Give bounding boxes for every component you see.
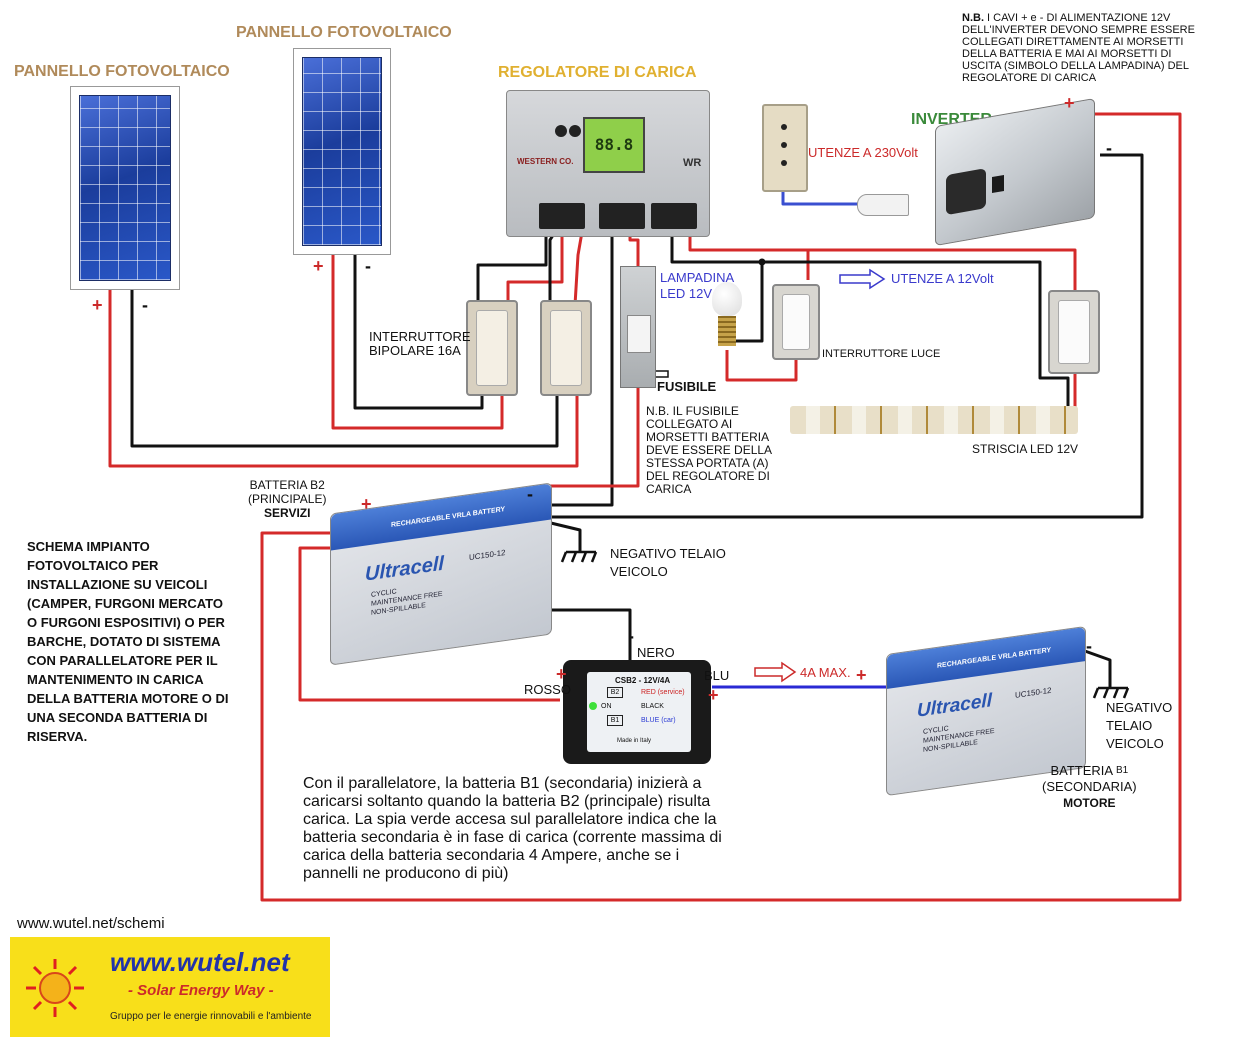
socket-230v bbox=[762, 104, 808, 192]
regulator-title: REGOLATORE DI CARICA bbox=[498, 64, 697, 81]
battery-b2-label: BATTERIA B2 (PRINCIPALE) SERVIZI bbox=[248, 478, 327, 520]
ground-symbol-b1 bbox=[1092, 686, 1130, 699]
battery-b1-label: BATTERIA B1 (SECONDARIA) MOTORE bbox=[1042, 763, 1137, 810]
panel-right-title: PANNELLO FOTOVOLTAICO bbox=[236, 24, 452, 41]
ground-symbol-b2 bbox=[560, 550, 598, 563]
regulator-brand: WESTERN CO. bbox=[517, 157, 574, 166]
arrow-4a-max-icon bbox=[754, 661, 797, 683]
paralleler-black-label: NERO bbox=[637, 645, 675, 660]
led-strip-switch bbox=[1048, 290, 1100, 374]
regulator-model: WR bbox=[683, 157, 702, 169]
utenze-230v-label: UTENZE A 230Volt bbox=[808, 145, 918, 160]
battery-b1-brand: Ultracell bbox=[917, 690, 992, 722]
bipolar-switch-2 bbox=[540, 300, 592, 396]
plug-230v-icon bbox=[857, 194, 909, 216]
inverter-note: N.B. I CAVI + e - DI ALIMENTAZIONE 12V D… bbox=[962, 12, 1195, 84]
solar-panel-right bbox=[293, 48, 391, 255]
green-led-indicator bbox=[589, 702, 597, 710]
max-current-label: 4A MAX. bbox=[800, 665, 851, 680]
solar-panel-left bbox=[70, 86, 180, 290]
wire-switch1-red bbox=[506, 232, 564, 305]
panel-left-title: PANNELLO FOTOVOLTAICO bbox=[14, 63, 230, 80]
terminal-panel bbox=[539, 203, 585, 229]
paralleler-blue-label: BLU bbox=[704, 668, 730, 683]
wire-switch2-red bbox=[573, 231, 584, 306]
led-strip-label: STRISCIA LED 12V bbox=[972, 442, 1079, 456]
wire-paralleler-black bbox=[538, 520, 632, 660]
wire-lamp-red bbox=[725, 350, 798, 382]
wire-chassis-b1 bbox=[1081, 648, 1112, 688]
regulator-button bbox=[569, 125, 581, 137]
utenze-12v-label: UTENZE A 12Volt bbox=[891, 271, 994, 286]
wire-led-strip-black bbox=[762, 260, 1070, 410]
footer-url[interactable]: www.wutel.net/schemi bbox=[17, 915, 165, 932]
sun-icon bbox=[26, 959, 84, 1017]
chassis-ground-b1-label: NEGATIVO TELAIO VEICOLO bbox=[1106, 700, 1173, 751]
wutel-logo[interactable]: www.wutel.net - Solar Energy Way - Grupp… bbox=[10, 937, 330, 1037]
inverter-note-line: DELL'INVERTER DEVONO SEMPRE ESSERE bbox=[962, 24, 1195, 36]
inverter-note-line: REGOLATORE DI CARICA bbox=[962, 72, 1097, 84]
inverter-note-line: I CAVI + e - DI ALIMENTAZIONE 12V bbox=[984, 12, 1171, 24]
wire-load-red bbox=[688, 232, 810, 280]
inverter-note-line: COLLEGATI DIRETTAMENTE AI MORSETTI bbox=[962, 36, 1184, 48]
wire-switch1-black bbox=[476, 232, 548, 305]
bipolar-switch-label: INTERRUTTORE BIPOLARE 16A bbox=[369, 329, 471, 358]
regulator-lcd: 88.8 bbox=[583, 117, 645, 173]
led-strip bbox=[790, 406, 1078, 434]
wire-panel-left-positive bbox=[108, 290, 579, 468]
terminal-load bbox=[651, 203, 697, 229]
logo-subtitle: Gruppo per le energie rinnovabili e l'am… bbox=[110, 1011, 312, 1022]
wire-reg-battery-black bbox=[530, 232, 614, 507]
logo-url: www.wutel.net bbox=[110, 947, 290, 977]
battery-paralleler: CSB2 - 12V/4A B2 RED (service) ON BLACK … bbox=[563, 660, 711, 764]
inverter-note-bold: N.B. bbox=[962, 12, 984, 24]
chassis-ground-b2-label: NEGATIVO TELAIO VEICOLO bbox=[610, 546, 726, 579]
bipolar-switch-1 bbox=[466, 300, 518, 396]
charge-regulator: 88.8 WESTERN CO. WR bbox=[506, 90, 710, 237]
paralleler-description: Con il parallelatore, la batteria B1 (se… bbox=[303, 775, 722, 882]
paralleler-red-label: ROSSO bbox=[524, 682, 571, 697]
inverter-note-line: DELLA BATTERIA E MAI AI MORSETTI DI bbox=[962, 48, 1172, 60]
logo-tagline: - Solar Energy Way - bbox=[128, 982, 274, 999]
wire-inverter-negative bbox=[532, 153, 1144, 519]
schema-description: SCHEMA IMPIANTO FOTOVOLTAICO PER INSTALL… bbox=[27, 539, 229, 744]
wire-panel-right-negative bbox=[353, 255, 484, 410]
inverter-note-line: USCITA (SIMBOLO DELLA LAMPADINA) DEL bbox=[962, 60, 1189, 72]
arrow-utenze-12v-icon bbox=[839, 268, 886, 290]
light-switch-label: INTERRUTTORE LUCE bbox=[822, 348, 941, 360]
fuse-note: N.B. IL FUSIBILE COLLEGATO AI MORSETTI B… bbox=[646, 404, 773, 496]
regulator-button bbox=[555, 125, 567, 137]
wire-panel-left-negative bbox=[130, 290, 559, 448]
wire-panel-right-positive bbox=[331, 255, 504, 430]
led-bulb-label: LAMPADINA LED 12V bbox=[660, 270, 735, 301]
terminal-battery bbox=[599, 203, 645, 229]
wire-switch2-black bbox=[548, 231, 557, 305]
light-switch bbox=[772, 284, 820, 360]
fuse-holder bbox=[620, 266, 656, 388]
fuse-label: FUSIBILE bbox=[657, 379, 717, 394]
led-bulb-icon bbox=[712, 282, 742, 316]
